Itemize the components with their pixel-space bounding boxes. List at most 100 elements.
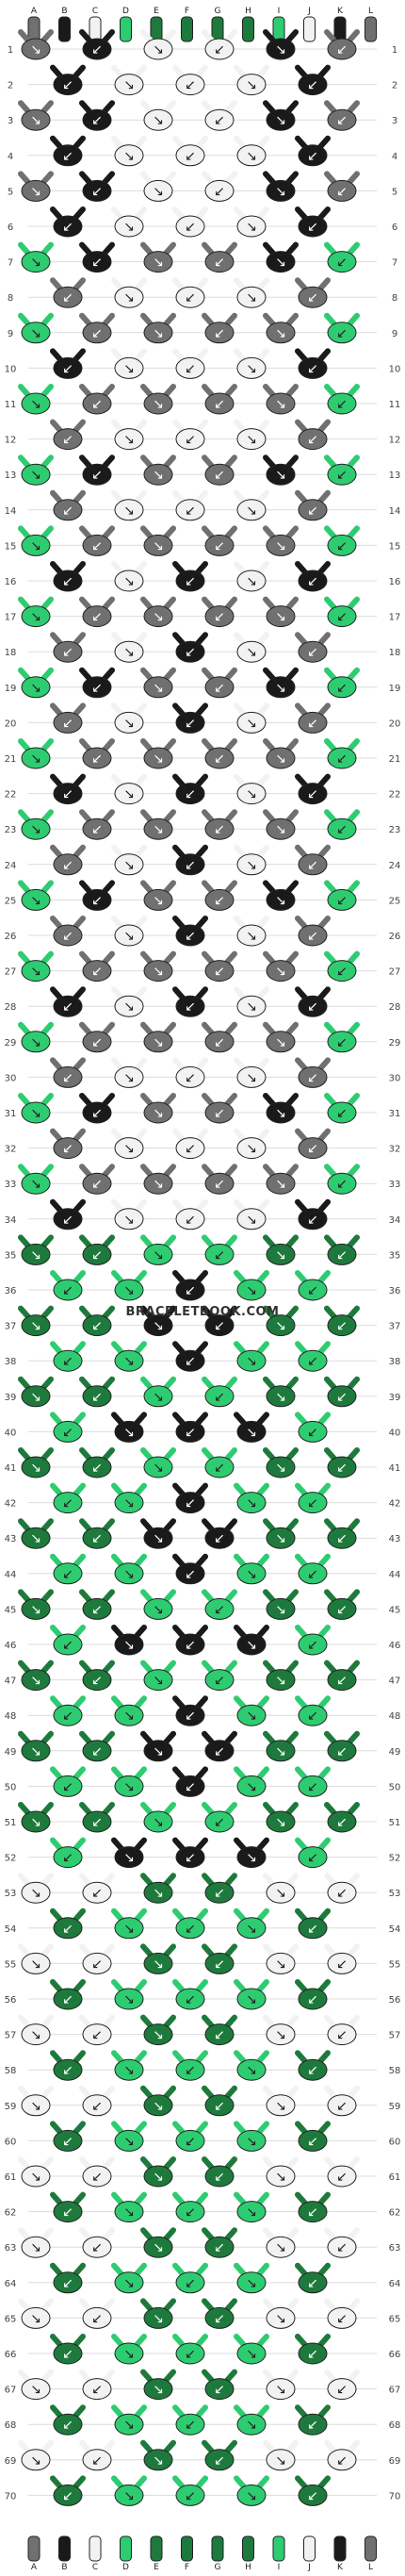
knot: ↙ bbox=[50, 1553, 86, 1585]
knot-arrow-icon: ↘ bbox=[275, 256, 286, 271]
knot-arrow-icon: ↙ bbox=[62, 1922, 73, 1937]
knot: ↘ bbox=[140, 1021, 176, 1053]
knot: ↙ bbox=[202, 809, 237, 840]
row-number-left: 52 bbox=[5, 1854, 17, 1864]
knot: ↙ bbox=[79, 171, 115, 202]
knot-arrow-icon: ↘ bbox=[30, 1390, 41, 1405]
knot-arrow-icon: ↘ bbox=[123, 2276, 135, 2291]
knot: ↙ bbox=[79, 2298, 115, 2329]
knot: ↘ bbox=[263, 2227, 299, 2258]
knot-arrow-icon: ↙ bbox=[214, 2170, 225, 2185]
row-number-left: 18 bbox=[5, 648, 17, 658]
knot: ↙ bbox=[295, 1625, 331, 1656]
knot: ↙ bbox=[295, 1412, 331, 1443]
knot-arrow-icon: ↘ bbox=[275, 2099, 286, 2114]
knot-arrow-icon: ↙ bbox=[307, 1283, 318, 1298]
knot-arrow-icon: ↙ bbox=[91, 1815, 103, 1830]
knot-arrow-icon: ↙ bbox=[91, 1247, 103, 1263]
knot-arrow-icon: ↙ bbox=[91, 1461, 103, 1476]
knot-arrow-icon: ↙ bbox=[185, 2488, 196, 2503]
knot: ↙ bbox=[295, 916, 331, 947]
knot: ↘ bbox=[263, 525, 299, 556]
knot-arrow-icon: ↙ bbox=[91, 2311, 103, 2326]
knot-arrow-icon: ↙ bbox=[336, 2453, 348, 2469]
knot: ↘ bbox=[111, 1341, 147, 1372]
knot: ↘ bbox=[234, 1553, 269, 1585]
knot-arrow-icon: ↙ bbox=[214, 1531, 225, 1546]
row-number-left: 70 bbox=[5, 2491, 17, 2502]
strand-end bbox=[303, 2535, 316, 2562]
knot-arrow-icon: ↙ bbox=[91, 893, 103, 908]
knot-arrow-icon: ↘ bbox=[275, 610, 286, 625]
knot-arrow-icon: ↙ bbox=[336, 2099, 348, 2114]
knot-arrow-icon: ↙ bbox=[62, 504, 73, 519]
knot: ↘ bbox=[111, 135, 147, 167]
row-number-left: 25 bbox=[5, 896, 17, 906]
knot: ↘ bbox=[234, 2334, 269, 2365]
knot: ↙ bbox=[79, 809, 115, 840]
knot: ↘ bbox=[18, 312, 54, 344]
knot-arrow-icon: ↘ bbox=[153, 610, 164, 625]
knot-arrow-icon: ↙ bbox=[336, 42, 348, 58]
knot-arrow-icon: ↘ bbox=[246, 149, 257, 164]
knot: ↙ bbox=[172, 1837, 208, 1869]
row-number-right: 19 bbox=[389, 684, 401, 694]
knot-arrow-icon: ↘ bbox=[275, 2383, 286, 2398]
knot: ↙ bbox=[172, 986, 208, 1017]
knot-arrow-icon: ↙ bbox=[214, 256, 225, 271]
knot-arrow-icon: ↙ bbox=[336, 256, 348, 271]
knot-arrow-icon: ↘ bbox=[275, 1247, 286, 1263]
row-number-left: 44 bbox=[5, 1570, 17, 1580]
knot-arrow-icon: ↙ bbox=[185, 2205, 196, 2221]
knot-arrow-icon: ↙ bbox=[336, 1461, 348, 1476]
row-number-left: 30 bbox=[5, 1073, 17, 1083]
knot: ↘ bbox=[234, 632, 269, 663]
knot: ↙ bbox=[50, 1625, 86, 1656]
knot: ↘ bbox=[234, 1412, 269, 1443]
row-number-right: 57 bbox=[389, 2031, 401, 2041]
knot-arrow-icon: ↘ bbox=[123, 2347, 135, 2362]
knot-arrow-icon: ↙ bbox=[214, 468, 225, 483]
row-number-left: 37 bbox=[5, 1322, 17, 1332]
knot: ↙ bbox=[295, 1837, 331, 1869]
knot-arrow-icon: ↘ bbox=[123, 504, 135, 519]
knot-arrow-icon: ↙ bbox=[307, 2063, 318, 2078]
knot-arrow-icon: ↘ bbox=[275, 2028, 286, 2043]
strand-end bbox=[272, 2535, 285, 2562]
knot-arrow-icon: ↘ bbox=[123, 929, 135, 944]
knot: ↙ bbox=[172, 419, 208, 451]
knot: ↙ bbox=[50, 206, 86, 238]
knot: ↘ bbox=[263, 2014, 299, 2046]
knot: ↘ bbox=[140, 2014, 176, 2046]
knot: ↘ bbox=[234, 1695, 269, 1726]
knot: ↙ bbox=[324, 1802, 360, 1833]
knot: ↙ bbox=[172, 206, 208, 238]
knot: ↙ bbox=[79, 596, 115, 628]
knot-arrow-icon: ↙ bbox=[185, 78, 196, 93]
knot: ↘ bbox=[234, 1979, 269, 2010]
knot: ↙ bbox=[79, 2369, 115, 2401]
knot: ↘ bbox=[234, 348, 269, 379]
knot-arrow-icon: ↘ bbox=[153, 2383, 164, 2398]
knot-arrow-icon: ↘ bbox=[30, 1674, 41, 1689]
strand-label-top: I bbox=[278, 7, 281, 16]
knot: ↘ bbox=[263, 1660, 299, 1692]
knot: ↙ bbox=[202, 880, 237, 911]
row-number-left: 22 bbox=[5, 790, 17, 801]
knot: ↙ bbox=[172, 561, 208, 592]
knot: ↘ bbox=[140, 1376, 176, 1408]
knot-arrow-icon: ↘ bbox=[275, 1035, 286, 1050]
row-number-right: 4 bbox=[392, 152, 397, 162]
strand-label-top: K bbox=[337, 7, 344, 16]
knot: ↙ bbox=[172, 2404, 208, 2436]
knot-arrow-icon: ↙ bbox=[307, 787, 318, 802]
knot-arrow-icon: ↙ bbox=[336, 1390, 348, 1405]
knot: ↘ bbox=[111, 1766, 147, 1797]
knot: ↘ bbox=[18, 525, 54, 556]
knot: ↙ bbox=[202, 2227, 237, 2258]
strand-label-bottom: G bbox=[215, 2563, 221, 2572]
knot: ↙ bbox=[172, 1270, 208, 1301]
knot-arrow-icon: ↙ bbox=[185, 1922, 196, 1937]
knot: ↙ bbox=[172, 135, 208, 167]
knot: ↙ bbox=[172, 2334, 208, 2365]
